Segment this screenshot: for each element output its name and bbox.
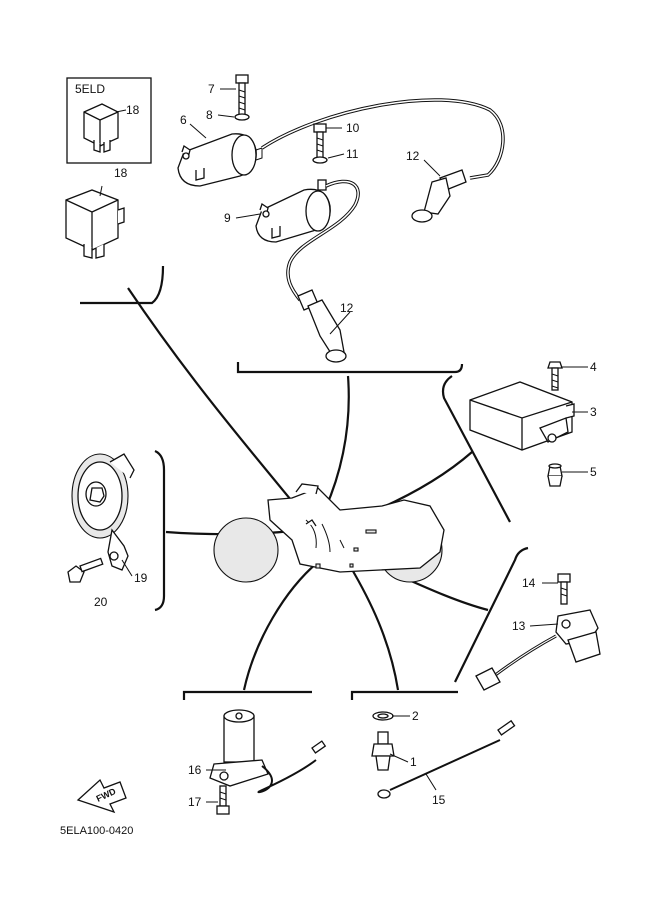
part-9-ignition-coil <box>255 179 331 243</box>
callout-leaders <box>99 88 588 803</box>
variant-box: 5ELD <box>66 77 152 164</box>
callout-18: 18 <box>114 166 128 180</box>
part-15-lead <box>377 719 516 799</box>
callout-11: 11 <box>346 147 359 161</box>
part-19-horn <box>71 453 135 571</box>
part-12-plug-cap-center <box>297 289 347 363</box>
callout-19: 19 <box>134 571 148 585</box>
leader-lines <box>127 287 489 691</box>
callout-18-variant: 18 <box>126 103 140 117</box>
part-18-relay <box>65 189 125 259</box>
part-13-sensor <box>475 609 601 691</box>
motorcycle-outline <box>213 483 445 583</box>
callout-12-right: 12 <box>406 149 420 163</box>
part-8-washer <box>234 113 250 121</box>
callout-4: 4 <box>590 360 597 374</box>
callout-9: 9 <box>224 211 231 225</box>
part-4-screw <box>547 361 563 391</box>
callout-15: 15 <box>432 793 446 807</box>
part-14-bolt <box>557 573 571 605</box>
callout-7: 7 <box>208 82 215 96</box>
part-20-bolt <box>67 557 104 583</box>
callout-3: 3 <box>590 405 597 419</box>
callout-10: 10 <box>346 121 360 135</box>
callout-5: 5 <box>590 465 597 479</box>
callout-14: 14 <box>522 576 536 590</box>
callout-16: 16 <box>188 763 202 777</box>
diagram-code: 5ELA100-0420 <box>60 825 133 837</box>
part-18-relay-variant <box>83 103 119 153</box>
part-17-bolt <box>216 785 230 815</box>
callout-6: 6 <box>180 113 187 127</box>
part-11-washer <box>312 156 328 164</box>
callout-13: 13 <box>512 619 526 633</box>
part-5-grommet <box>547 463 563 487</box>
part-6-ignition-coil <box>177 133 263 187</box>
variant-box-label: 5ELD <box>75 82 105 96</box>
part-3-cdi-unit <box>469 381 575 451</box>
part-9-high-tension-cord <box>286 179 360 302</box>
callout-20: 20 <box>94 595 108 609</box>
callout-12-center: 12 <box>340 301 354 315</box>
callout-2: 2 <box>412 709 419 723</box>
callout-8: 8 <box>206 108 213 122</box>
part-16-sensor <box>209 709 327 794</box>
callout-1: 1 <box>410 755 417 769</box>
part-1-switch <box>371 731 395 771</box>
group-brackets <box>80 265 529 700</box>
fwd-arrow-icon: FWD <box>76 778 127 814</box>
callout-17: 17 <box>188 795 202 809</box>
callout-labels: 7 8 6 10 11 9 12 12 18 18 4 3 5 19 20 14… <box>94 82 597 809</box>
part-2-gasket <box>372 711 394 721</box>
part-12-plug-cap-right <box>411 169 467 223</box>
part-6-high-tension-cord <box>261 98 505 180</box>
